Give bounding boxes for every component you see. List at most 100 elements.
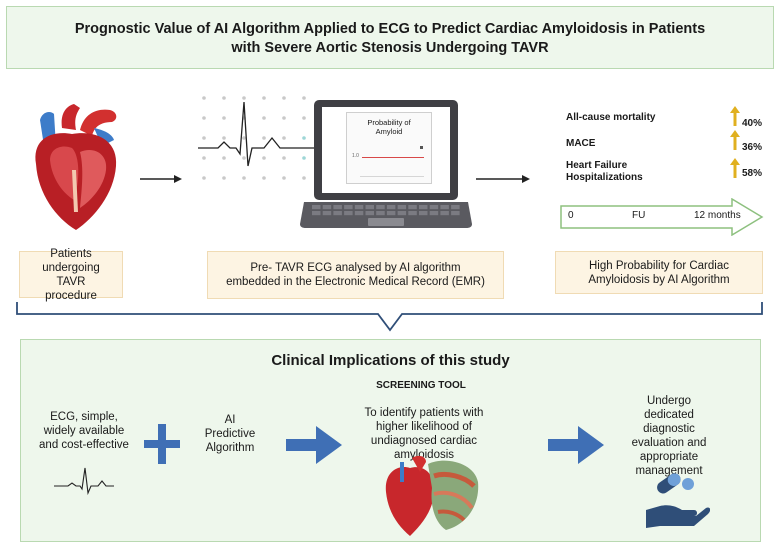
page-title: Prognostic Value of AI Algorithm Applied…	[40, 20, 740, 58]
caption-patients-text: Patients undergoing TAVR procedure	[42, 247, 100, 302]
keyboard-key	[419, 205, 428, 210]
grid-dot	[262, 136, 266, 140]
grid-dot	[302, 116, 306, 120]
keyboard-key	[440, 205, 449, 210]
grid-dot	[282, 176, 286, 180]
keyboard-key	[386, 205, 396, 210]
grid-dot	[222, 156, 226, 160]
probability-chart-title: Probability of Amyloid	[346, 118, 432, 136]
grid-dot	[202, 156, 206, 160]
summary-bracket	[16, 302, 763, 332]
flow-arrow-2	[476, 175, 530, 183]
caption-patients: Patients undergoing TAVR procedure	[19, 248, 123, 302]
title-panel	[6, 6, 774, 69]
chart-title-line-1: Probability of	[367, 118, 411, 127]
outcome-hf-label-line-2: Hospitalizations	[566, 172, 643, 183]
grid-dot	[242, 136, 246, 140]
outcome-mace-value: 36%	[742, 142, 763, 153]
caption-probability-text: High Probability for Cardiac Amyloidosis…	[588, 259, 730, 286]
outcome-mortality-label: All-cause mortality	[566, 112, 656, 123]
heart-tissue-icon	[385, 455, 479, 536]
chart-title-line-2: Amyloid	[375, 127, 403, 136]
caption-ecg: Pre- TAVR ECG analysed by AI algorithm e…	[207, 251, 504, 299]
grid-dot	[202, 116, 206, 120]
keyboard-key	[440, 211, 449, 216]
keyboard-key	[322, 211, 332, 216]
keyboard-key	[322, 205, 332, 210]
ecg-grid-icon	[198, 96, 314, 180]
grid-dot	[282, 116, 286, 120]
grid-dot	[242, 96, 246, 100]
grid-dot	[302, 156, 306, 160]
keyboard-key	[429, 205, 439, 210]
grid-dot	[222, 96, 226, 100]
timeline-end: 12 months	[694, 210, 741, 221]
blue-arrow-icon	[548, 426, 604, 464]
caption-probability: High Probability for Cardiac Amyloidosis…	[555, 251, 763, 294]
chart-x-axis	[360, 176, 424, 177]
chart-y-tick: 1.0	[352, 153, 359, 159]
grid-dot	[302, 96, 306, 100]
grid-dot	[262, 96, 266, 100]
outcome-hf-value: 58%	[742, 168, 763, 179]
grid-dot	[302, 176, 306, 180]
keyboard-key	[429, 211, 439, 216]
grid-dot	[202, 96, 206, 100]
screening-tool-text: To identify patients with higher likelih…	[364, 407, 484, 461]
grid-dot	[282, 136, 286, 140]
grid-dot	[282, 96, 286, 100]
grid-dot	[242, 156, 246, 160]
keyboard-key	[451, 211, 460, 216]
timeline-arrow	[560, 198, 764, 236]
grid-dot	[202, 136, 206, 140]
keyboard-key	[397, 205, 407, 210]
clinical-outcome-text: Undergo dedicated diagnostic evaluation …	[631, 395, 707, 477]
keyboard-key	[354, 205, 364, 210]
timeline-start: 0	[568, 210, 574, 221]
probability-chart-card	[346, 112, 432, 184]
keyboard-key	[333, 211, 342, 216]
keyboard-key	[344, 205, 353, 210]
keyboard-key	[312, 211, 321, 216]
caption-ecg-text: Pre- TAVR ECG analysed by AI algorithm e…	[226, 262, 485, 288]
keyboard-key	[376, 211, 385, 216]
grid-dot	[262, 156, 266, 160]
grid-dot	[242, 176, 246, 180]
keyboard-key	[397, 211, 407, 216]
up-arrow-icon	[730, 158, 740, 178]
keyboard-key	[451, 205, 460, 210]
keyboard-key	[365, 211, 374, 216]
grid-dot	[202, 176, 206, 180]
grid-dot	[282, 156, 286, 160]
outcome-mace-label: MACE	[566, 138, 596, 149]
grid-dot	[222, 116, 226, 120]
clinical-ai-text: AI Predictive Algorithm	[204, 414, 256, 454]
outcome-mortality-value: 40%	[742, 118, 763, 129]
screening-tool-title: SCREENING TOOL	[376, 380, 466, 391]
keyboard-key	[354, 211, 364, 216]
grid-dot	[222, 176, 226, 180]
clinical-ecg-text: ECG, simple, widely available and cost-e…	[39, 411, 129, 451]
up-arrow-icon	[730, 106, 740, 126]
probability-line	[362, 157, 424, 158]
probability-marker	[420, 146, 423, 149]
grid-dot	[302, 136, 306, 140]
clinical-implications-title: Clinical Implications of this study	[271, 352, 510, 369]
title-line-2: with Severe Aortic Stenosis Undergoing T…	[231, 40, 549, 56]
keyboard-key	[365, 205, 374, 210]
timeline-middle: FU	[632, 210, 646, 221]
ecg-grid-dots	[202, 96, 306, 180]
keyboard-key	[333, 205, 342, 210]
keyboard-key	[408, 205, 417, 210]
plus-icon	[144, 424, 180, 464]
keyboard-key	[408, 211, 417, 216]
keyboard-key	[312, 205, 321, 210]
title-line-1: Prognostic Value of AI Algorithm Applied…	[74, 21, 706, 37]
keyboard-key	[376, 205, 385, 210]
outcome-hf-label: Heart Failure Hospitalizations	[566, 160, 643, 184]
grid-dot	[262, 116, 266, 120]
keyboard-keys	[312, 205, 460, 216]
ecg-trace-icon	[54, 467, 114, 496]
outcome-hf-label-line-1: Heart Failure	[566, 160, 628, 171]
keyboard-key	[386, 211, 396, 216]
